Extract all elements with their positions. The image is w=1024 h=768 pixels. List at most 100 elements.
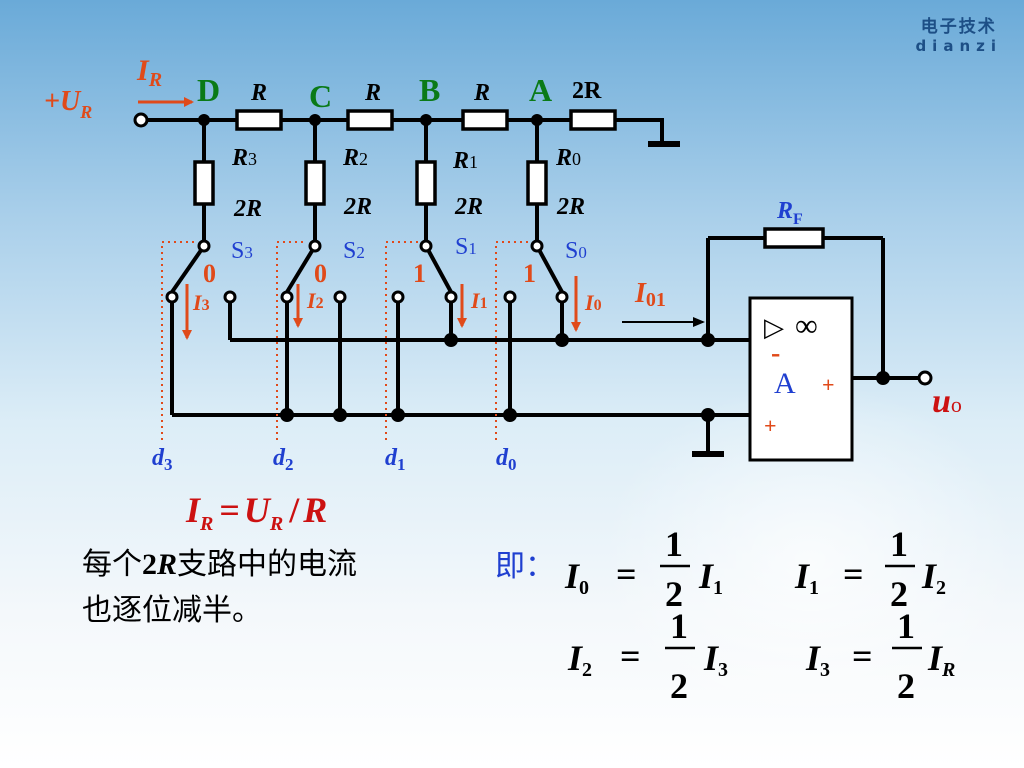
svg-text:=: =	[616, 554, 637, 594]
branch-resistor-r1	[415, 160, 437, 206]
svg-text:2: 2	[670, 666, 688, 706]
opamp-minus-label: -	[771, 338, 780, 369]
branch-resistor-r3	[193, 160, 215, 206]
svg-text:1: 1	[523, 259, 536, 288]
input-terminal	[133, 112, 149, 128]
svg-text:1: 1	[413, 259, 426, 288]
opamp-output-plus: +	[822, 372, 835, 397]
wires	[147, 118, 918, 457]
svg-text:S1: S1	[455, 234, 477, 260]
svg-text:IR: IR	[927, 638, 955, 681]
brand-logo: 电子技术 dianzi	[915, 12, 1002, 55]
svg-text:=: =	[620, 636, 641, 676]
branch-resistor-labels: R3 2R R2 2R R1 2R R0 2R	[231, 145, 585, 222]
svg-text:S3: S3	[231, 238, 253, 264]
svg-text:2R: 2R	[572, 78, 602, 104]
fraction-formulas: I0 = 1 2 I1 I1 = 1 2 I2 I2 = 1 2 I3 I3	[564, 524, 955, 706]
svg-text:R2: R2	[342, 145, 368, 171]
svg-text:I0: I0	[584, 290, 602, 315]
feedback-resistor-label: RF	[776, 198, 803, 228]
svg-text:1: 1	[665, 524, 683, 564]
series-resistor-a-ground	[569, 109, 617, 131]
svg-text:1: 1	[670, 606, 688, 646]
svg-text:R: R	[364, 80, 381, 106]
svg-text:d3: d3	[152, 445, 173, 474]
svg-text:R0: R0	[555, 145, 581, 171]
series-resistor-labels: R R R 2R	[250, 78, 602, 106]
svg-text:1: 1	[890, 524, 908, 564]
svg-text:S0: S0	[565, 238, 587, 264]
junction-dots	[198, 114, 890, 422]
bit-labels: d3 d2 d1 d0	[152, 445, 517, 474]
opamp-plus-label: +	[764, 413, 777, 438]
node-labels: D C B A	[197, 72, 552, 114]
node-d-label: D	[197, 72, 220, 108]
svg-text:2R: 2R	[343, 194, 372, 220]
opamp-label: A	[774, 367, 796, 400]
svg-text:I1: I1	[698, 556, 723, 599]
input-voltage-label: +UR	[44, 86, 92, 122]
node-c-label: C	[309, 78, 332, 114]
svg-text:d2: d2	[273, 445, 294, 474]
svg-text:d0: d0	[496, 445, 517, 474]
caption-line-2: 也逐位减半。	[82, 593, 262, 628]
formula-prefix: 即：	[495, 549, 555, 584]
opamp-gain-label: ∞	[795, 307, 818, 343]
svg-text:R1: R1	[452, 148, 478, 174]
opamp-box	[748, 296, 854, 462]
svg-text:R: R	[473, 80, 490, 106]
svg-text:2: 2	[665, 574, 683, 614]
svg-text:I2: I2	[567, 638, 592, 681]
output-voltage-label: uo	[932, 383, 962, 420]
series-resistor-ba	[461, 109, 509, 131]
node-b-label: B	[419, 72, 440, 108]
svg-text:S2: S2	[343, 238, 365, 264]
sum-current-label: I01	[634, 278, 666, 311]
caption-line-1: 每个2R支路中的电流	[82, 547, 358, 582]
switch-labels: S3 S2 S1 S0	[231, 234, 587, 264]
svg-text:d1: d1	[385, 445, 406, 474]
svg-text:0: 0	[203, 259, 216, 288]
svg-text:I2: I2	[306, 288, 324, 313]
svg-text:2R: 2R	[556, 194, 585, 220]
branch-resistor-r2	[304, 160, 326, 206]
svg-text:I2: I2	[921, 556, 946, 599]
current-arrows	[138, 97, 581, 340]
opamp-triangle-icon: ▷	[764, 313, 784, 342]
svg-text:I3: I3	[703, 638, 728, 681]
svg-text:0: 0	[314, 259, 327, 288]
node-a-label: A	[529, 72, 552, 108]
svg-text:I1: I1	[470, 288, 488, 313]
svg-text:I1: I1	[794, 556, 819, 599]
svg-text:2: 2	[897, 666, 915, 706]
series-resistor-dc	[235, 109, 283, 131]
svg-text:=: =	[843, 554, 864, 594]
svg-text:2R: 2R	[233, 196, 262, 222]
logo-cn: 电子技术	[920, 17, 997, 37]
formula-i1: I1 = 1 2 I2	[794, 524, 946, 614]
formula-i3: I3 = 1 2 IR	[805, 606, 955, 706]
series-resistor-cb	[346, 109, 394, 131]
svg-text:I3: I3	[192, 290, 210, 315]
svg-text:=: =	[852, 636, 873, 676]
svg-text:I3: I3	[805, 638, 830, 681]
switch-states: 0 0 1 1	[203, 259, 536, 288]
svg-text:2R: 2R	[454, 194, 483, 220]
logo-en: dianzi	[915, 37, 1002, 55]
svg-text:I0: I0	[564, 556, 589, 599]
output-terminal	[917, 370, 933, 386]
branch-resistor-r0	[526, 160, 548, 206]
switch-bit-outlines	[161, 241, 528, 440]
svg-text:R: R	[250, 80, 267, 106]
svg-text:1: 1	[897, 606, 915, 646]
formula-ir: IR=UR/R	[185, 490, 327, 535]
ir-label: IR	[136, 54, 162, 91]
formula-i2: I2 = 1 2 I3	[567, 606, 728, 706]
branch-current-labels: I3 I2 I1 I0	[192, 288, 602, 315]
terminals	[133, 112, 933, 386]
feedback-resistor	[763, 227, 825, 249]
svg-text:R3: R3	[231, 145, 257, 171]
caption-text: 每个2R支路中的电流 也逐位减半。	[82, 542, 357, 634]
formula-i0: I0 = 1 2 I1	[564, 524, 723, 614]
